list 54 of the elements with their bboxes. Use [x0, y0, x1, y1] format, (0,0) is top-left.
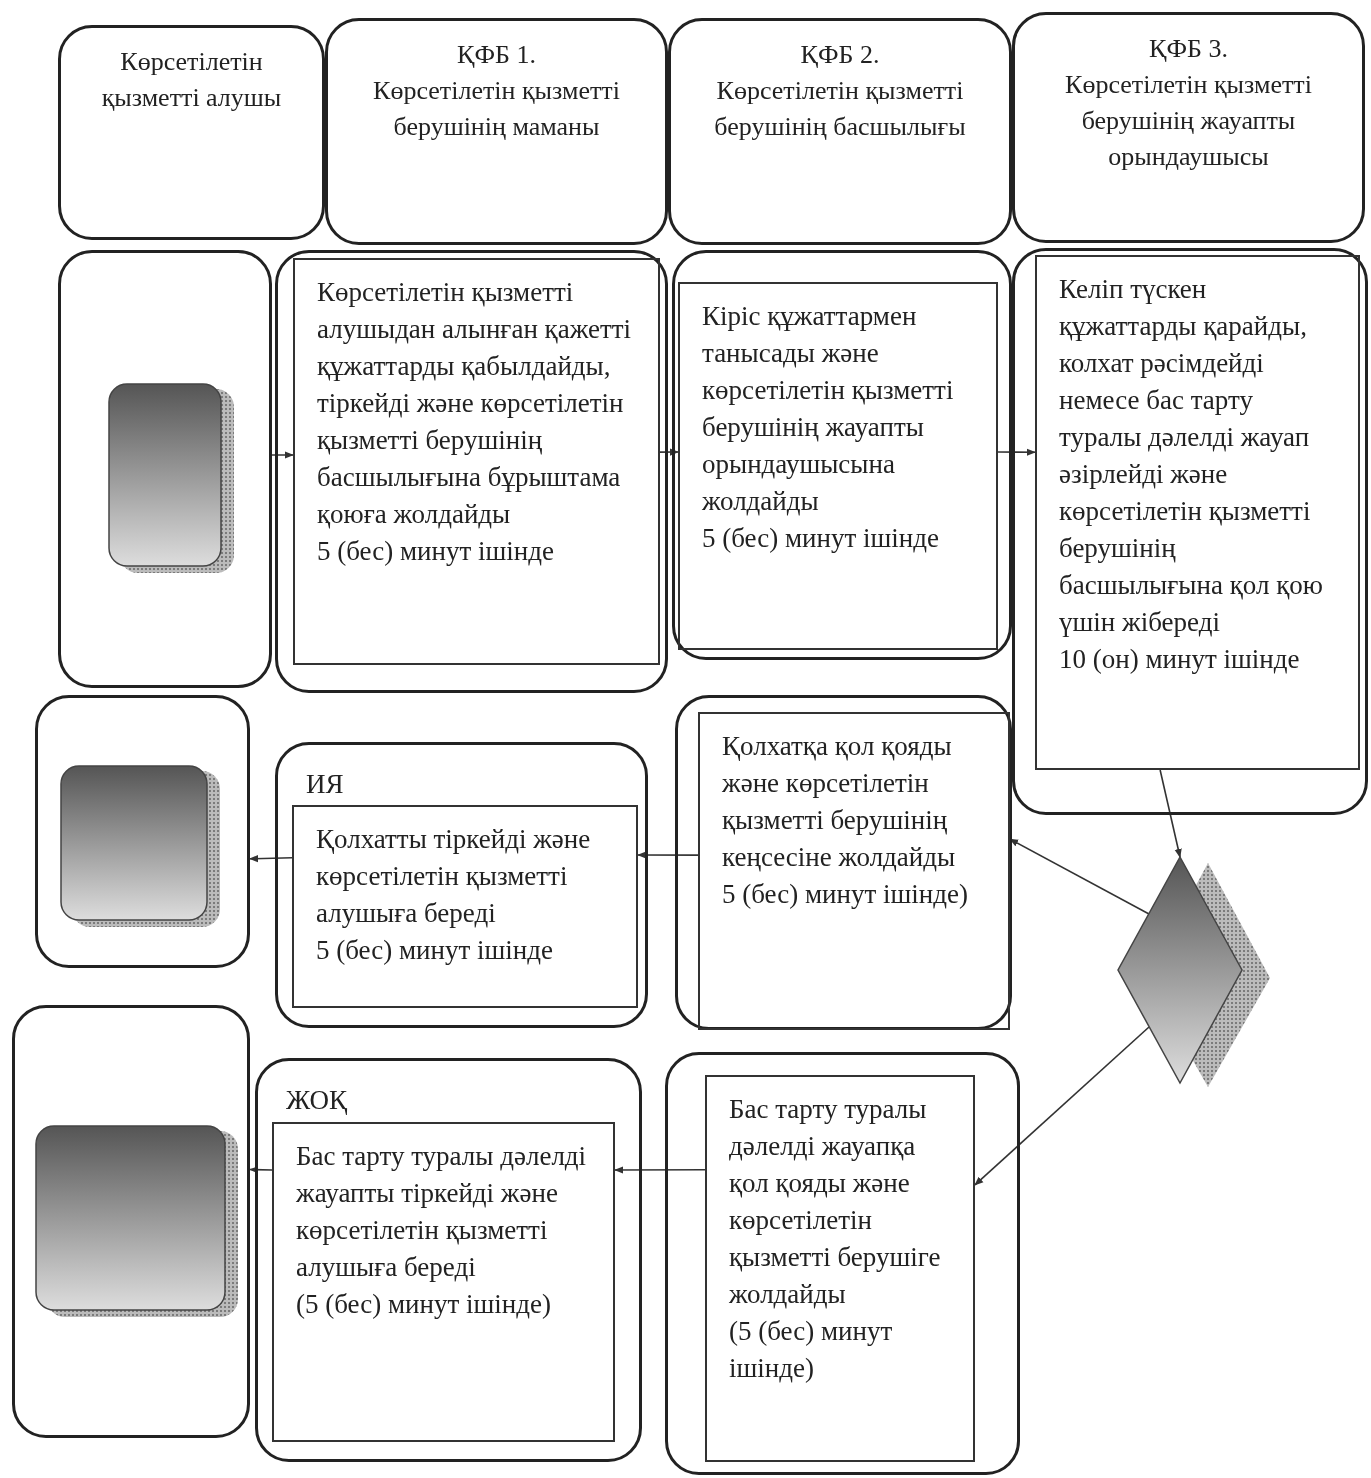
duration-text: 10 (он) минут ішінде: [1059, 643, 1301, 676]
lane-header: [1012, 12, 1365, 243]
duration-text: 5 (бес) минут ішінде: [316, 934, 554, 967]
duration-text: (5 (бес) минут ішінде): [296, 1288, 552, 1321]
arrow: [974, 1026, 1150, 1186]
duration-text: 5 (бес) минут ішінде: [702, 522, 940, 555]
lane-code: ҚФБ 3.: [1148, 33, 1229, 65]
step-text: Қолхатты тіркейді және көрсетілетін қызметті алушыға береді: [316, 823, 592, 930]
step-text: Кіріс құжаттармен танысады және көрсетілетін қызметті берушінің жауапты орындаушысына жолдайды: [702, 300, 955, 518]
lane-title: Көрсетілетін қызметті берушінің басшылығы: [713, 75, 967, 143]
arrow: [659, 448, 679, 456]
process-box: [292, 805, 638, 1008]
lane-cell: [255, 1058, 642, 1462]
process-box: [678, 282, 998, 650]
lane-code: ҚФБ 1.: [456, 39, 537, 71]
lane-header: [325, 18, 668, 245]
arrow: [1159, 769, 1182, 858]
branch-label: ЖОҚ: [286, 1084, 348, 1117]
lane-title: Көрсетілетін қызметті берушінің маманы: [372, 75, 621, 143]
terminal-shape: [108, 383, 234, 573]
step-text: Келіп түскен құжаттарды қарайды, колхат рәсімдейді немесе бас тарту туралы дәлелді жауап әзірлейді және көрсетілетін қызметті берушінің басшылығына қол қою үшін жібереді: [1059, 273, 1324, 639]
process-box: [1035, 255, 1360, 770]
lane-cell: [12, 1005, 250, 1438]
lane-title: Көрсетілетін қызметті алушы: [100, 46, 283, 114]
lane-title: Көрсетілетін қызметті берушінің жауапты орындаушысы: [1064, 69, 1313, 173]
terminal-shape: [35, 1125, 238, 1317]
decision-diamond: [1118, 857, 1270, 1087]
lane-cell: [672, 250, 1012, 660]
lane-header: [58, 25, 325, 240]
lane-cell: [665, 1052, 1020, 1475]
arrow: [614, 1166, 706, 1174]
branch-label: ИЯ: [306, 768, 344, 801]
arrow: [997, 448, 1036, 456]
lane-cell: [1012, 248, 1368, 815]
lane-header: [668, 18, 1012, 245]
arrow: [637, 851, 699, 859]
process-box: [272, 1122, 615, 1442]
duration-text: (5 (бес) минут ішінде): [729, 1315, 894, 1385]
duration-text: 5 (бес) минут ішінде): [722, 878, 969, 911]
step-text: Көрсетілетін қызметті алушыдан алынған қажетті құжаттарды қабылдайды, тіркейді және көрсетілетін қызметті берушінің басшылығына бұрыштама қоюға жолдайды: [317, 276, 632, 531]
step-text: Бас тарту туралы дәлелді жауапты тіркейді және көрсетілетін қызметті алушыға береді: [296, 1140, 587, 1284]
duration-text: 5 (бес) минут ішінде: [317, 535, 555, 568]
arrow: [249, 1166, 273, 1174]
step-text: Бас тарту туралы дәлелді жауапқа қол қояды және көрсетілетін қызметті берушіге жолдайды: [729, 1093, 942, 1311]
lane-cell: [275, 742, 648, 1028]
arrow: [249, 855, 293, 863]
process-box: [705, 1075, 975, 1462]
step-text: Қолхатқа қол қояды және көрсетілетін қызметті берушінің кеңсесіне жолдайды: [722, 730, 957, 874]
arrow: [271, 451, 294, 459]
arrow: [1009, 838, 1150, 915]
terminal-shape: [60, 765, 220, 927]
lane-cell: [35, 695, 250, 968]
lane-cell: [58, 250, 272, 688]
lane-code: ҚФБ 2.: [799, 39, 881, 71]
